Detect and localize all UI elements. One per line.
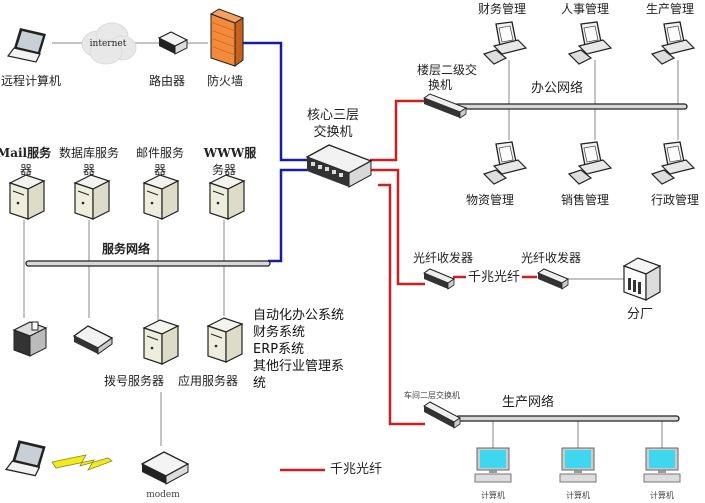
printer-icon[interactable] xyxy=(8,318,50,358)
modem-icon[interactable] xyxy=(140,450,190,486)
app-system-item: 统 xyxy=(253,376,267,391)
app-system-item: 财务系统 xyxy=(253,325,306,340)
branch-label: 分厂 xyxy=(626,307,654,322)
server-tower-icon[interactable] xyxy=(8,173,46,221)
server-tower-icon[interactable] xyxy=(142,173,180,221)
dialup-server-icon[interactable] xyxy=(142,318,180,366)
application-systems-list: 自动化办公系统 财务系统 ERP系统 其他行业管理系 统 xyxy=(253,307,344,392)
production-computer-icon[interactable] xyxy=(558,446,598,486)
application-server-label: 应用服务器 xyxy=(177,374,239,388)
mail-server-label-2: 器 xyxy=(19,163,33,177)
gigabit-fiber-label: 千兆光纤 xyxy=(467,270,521,285)
email-server-label-1: 邮件服务 xyxy=(135,146,185,160)
desktop-pc-icon[interactable] xyxy=(650,140,698,186)
fiber-transceiver-icon[interactable] xyxy=(536,267,570,291)
www-server-label-2: 务器 xyxy=(211,163,237,177)
production-network-bus xyxy=(455,415,680,422)
email-server-label-2: 器 xyxy=(153,163,167,177)
transceiver-right-label: 光纤收发器 xyxy=(520,251,582,265)
db-server-label-2: 器 xyxy=(82,163,96,177)
internet-cloud-icon[interactable] xyxy=(78,18,140,68)
office-pc-label: 财务管理 xyxy=(477,2,527,16)
office-pc-label: 销售管理 xyxy=(560,193,610,207)
desktop-pc-icon[interactable] xyxy=(482,140,530,186)
scanner-icon[interactable] xyxy=(70,322,114,356)
mail-server-label-1: Mail服务 xyxy=(0,146,52,160)
remote-computer-label: 远程计算机 xyxy=(0,74,62,88)
service-network-label: 服务网络 xyxy=(101,242,151,256)
office-pc-label: 物资管理 xyxy=(465,193,515,207)
dialup-server-label: 拨号服务器 xyxy=(103,374,165,388)
fiber-core-production xyxy=(378,183,425,426)
floor-switch-icon[interactable] xyxy=(422,92,468,120)
production-computer-label: 计算机 xyxy=(481,491,505,500)
service-network-bus xyxy=(25,260,271,267)
desktop-pc-icon[interactable] xyxy=(482,20,530,66)
fiber-core-branch xyxy=(370,168,425,286)
dialup-laptop-icon[interactable] xyxy=(4,438,54,480)
production-computer-label: 计算机 xyxy=(650,491,674,500)
production-computer-icon[interactable] xyxy=(642,446,682,486)
core-switch-icon[interactable] xyxy=(303,143,375,189)
production-computer-icon[interactable] xyxy=(473,446,513,486)
desktop-pc-icon[interactable] xyxy=(650,20,698,66)
app-system-item: 其他行业管理系 xyxy=(253,359,345,374)
desktop-pc-icon[interactable] xyxy=(567,140,615,186)
wireless-bolt-icon xyxy=(51,454,113,471)
www-server-label-1: WWW服 xyxy=(203,146,257,160)
application-server-icon[interactable] xyxy=(206,316,244,364)
internet-label: internet xyxy=(89,39,127,49)
fiber-transceiver-icon[interactable] xyxy=(422,267,456,291)
app-system-item: 自动化办公系统 xyxy=(253,308,345,323)
production-network-label: 生产网络 xyxy=(501,395,555,410)
firewall-label: 防火墙 xyxy=(206,74,244,88)
router-icon[interactable] xyxy=(155,30,191,58)
uplink-servernet-core xyxy=(268,168,307,263)
workshop-switch-icon[interactable] xyxy=(422,400,462,430)
fiber-core-office xyxy=(370,99,425,162)
server-tower-icon[interactable] xyxy=(208,173,246,221)
office-network-bus xyxy=(454,103,688,110)
uplink-firewall-core xyxy=(243,41,307,162)
legend-label: 千兆光纤 xyxy=(330,462,383,477)
branch-server-icon[interactable] xyxy=(620,256,664,304)
office-pc-label: 生产管理 xyxy=(645,2,695,16)
firewall-icon[interactable] xyxy=(207,8,247,68)
office-pc-label: 行政管理 xyxy=(650,193,700,207)
transceiver-left-label: 光纤收发器 xyxy=(412,251,474,265)
router-label: 路由器 xyxy=(148,74,186,88)
modem-label: modem xyxy=(146,490,180,500)
laptop-icon[interactable] xyxy=(6,26,54,66)
desktop-pc-icon[interactable] xyxy=(567,20,615,66)
core-switch-label-2: 交换机 xyxy=(313,125,353,140)
floor-switch-label-1: 楼层二级交 xyxy=(416,63,478,77)
core-switch-label-1: 核心三层 xyxy=(306,108,360,123)
production-computer-label: 计算机 xyxy=(566,491,590,500)
workshop-switch-label: 车间二层交换机 xyxy=(404,391,460,400)
office-pc-label: 人事管理 xyxy=(560,2,610,16)
office-network-label: 办公网络 xyxy=(530,81,584,96)
db-server-label-1: 数据库服务 xyxy=(58,146,120,160)
server-tower-icon[interactable] xyxy=(73,173,111,221)
floor-switch-label-2: 换机 xyxy=(427,78,453,92)
app-system-item: ERP系统 xyxy=(253,342,305,357)
